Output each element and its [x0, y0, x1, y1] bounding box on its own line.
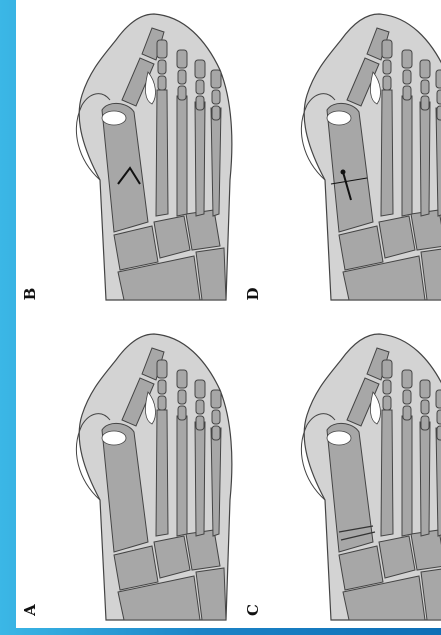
screw-head [341, 170, 346, 175]
toe-4-middle-phalanx [421, 80, 429, 94]
metatarsal-4 [420, 102, 430, 216]
toe-2-middle-phalanx [383, 380, 391, 394]
toe-3-middle-phalanx [403, 390, 411, 404]
metatarsal-2 [381, 90, 393, 216]
toe-4-distal-phalanx [421, 96, 429, 110]
toe-2-middle-phalanx [383, 60, 391, 74]
toe-5-proximal-phalanx [436, 390, 441, 408]
toe-4-proximal-phalanx [420, 380, 430, 398]
toe-4-middle-phalanx [196, 400, 204, 414]
toe-5-proximal-phalanx [436, 70, 441, 88]
tarsal-bone-3 [411, 530, 441, 570]
metatarsal-4 [195, 102, 205, 216]
metatarsal-2 [156, 410, 168, 536]
toe-5-proximal-phalanx [211, 390, 221, 408]
metatarsal-4 [195, 422, 205, 536]
tarsal-bone-2 [379, 216, 415, 258]
toe-4-proximal-phalanx [195, 380, 205, 398]
toe-5-middle-phalanx [437, 410, 441, 424]
tarsal-bone-3 [186, 210, 220, 250]
toe-5-middle-phalanx [212, 410, 220, 424]
panel-label-c: C [245, 602, 261, 618]
toe-3-proximal-phalanx [177, 370, 187, 388]
toe-2-middle-phalanx [158, 380, 166, 394]
foot-diagram-a [44, 320, 244, 625]
metatarsal-2 [381, 410, 393, 536]
metatarsal-2 [156, 90, 168, 216]
metatarsal-3 [402, 416, 412, 536]
toe-4-proximal-phalanx [195, 60, 205, 78]
toe-2-distal-phalanx [383, 396, 391, 410]
toe-2-proximal-phalanx [382, 40, 392, 58]
foot-diagram-b [44, 0, 244, 305]
toe-3-distal-phalanx [178, 86, 186, 100]
foot-diagram-d [269, 0, 441, 305]
toe-5-distal-phalanx [212, 426, 220, 440]
toe-4-middle-phalanx [196, 80, 204, 94]
panel-label-a: A [22, 602, 38, 618]
metatarsal-head-highlight [327, 111, 351, 125]
toe-5-middle-phalanx [212, 90, 220, 104]
metatarsal-4 [420, 422, 430, 536]
tarsal-bone-3 [411, 210, 441, 250]
metatarsal-5 [211, 428, 221, 536]
toe-5-proximal-phalanx [211, 70, 221, 88]
toe-2-proximal-phalanx [157, 40, 167, 58]
toe-5-distal-phalanx [437, 426, 441, 440]
panel-c [269, 320, 441, 625]
toe-3-distal-phalanx [178, 406, 186, 420]
tarsal-bone-3 [186, 530, 220, 570]
toe-5-distal-phalanx [437, 106, 441, 120]
panel-label-b: B [22, 286, 38, 302]
toe-3-middle-phalanx [403, 70, 411, 84]
toe-2-proximal-phalanx [157, 360, 167, 378]
panel-d [269, 0, 441, 305]
toe-4-distal-phalanx [196, 416, 204, 430]
toe-4-distal-phalanx [196, 96, 204, 110]
metatarsal-head-highlight [327, 431, 351, 445]
panel-a [44, 320, 244, 625]
metatarsal-5 [211, 108, 221, 216]
toe-2-distal-phalanx [158, 76, 166, 90]
toe-3-middle-phalanx [178, 390, 186, 404]
toe-4-middle-phalanx [421, 400, 429, 414]
toe-4-distal-phalanx [421, 416, 429, 430]
metatarsal-head-highlight [102, 431, 126, 445]
metatarsal-3 [402, 96, 412, 216]
toe-5-distal-phalanx [212, 106, 220, 120]
toe-2-distal-phalanx [158, 396, 166, 410]
toe-3-proximal-phalanx [402, 370, 412, 388]
panel-label-d: D [245, 286, 261, 302]
toe-3-distal-phalanx [403, 86, 411, 100]
toe-3-proximal-phalanx [177, 50, 187, 68]
metatarsal-head-highlight [102, 111, 126, 125]
toe-5-middle-phalanx [437, 90, 441, 104]
toe-2-distal-phalanx [383, 76, 391, 90]
toe-2-proximal-phalanx [382, 360, 392, 378]
tarsal-bone-2 [379, 536, 415, 578]
metatarsal-3 [177, 96, 187, 216]
metatarsal-3 [177, 416, 187, 536]
foot-diagram-c [269, 320, 441, 625]
figure-sheet: B D A C [16, 0, 441, 628]
toe-3-middle-phalanx [178, 70, 186, 84]
toe-3-distal-phalanx [403, 406, 411, 420]
toe-3-proximal-phalanx [402, 50, 412, 68]
toe-4-proximal-phalanx [420, 60, 430, 78]
tarsal-bone-2 [154, 536, 190, 578]
panel-b [44, 0, 244, 305]
toe-2-middle-phalanx [158, 60, 166, 74]
tarsal-bone-2 [154, 216, 190, 258]
